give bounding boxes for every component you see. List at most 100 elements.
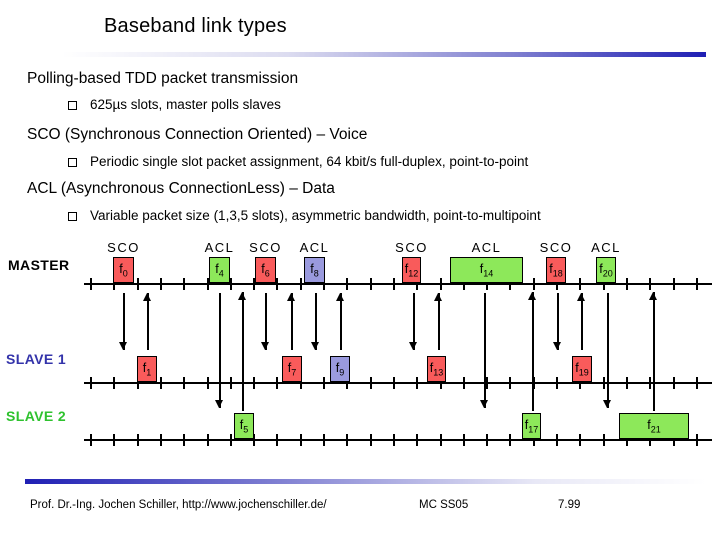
timeline-slave2 bbox=[84, 439, 712, 441]
packet-f6: f6 bbox=[255, 257, 276, 283]
packet-label: f6 bbox=[261, 261, 270, 279]
timeline-master bbox=[84, 283, 712, 285]
packet-f9: f9 bbox=[330, 356, 350, 382]
packet-sub: 20 bbox=[602, 268, 613, 279]
timeline-tick bbox=[533, 278, 535, 290]
packet-label: f13 bbox=[429, 360, 444, 378]
packet-label: f21 bbox=[647, 417, 661, 435]
timeline-tick bbox=[323, 434, 325, 446]
timeline-tick bbox=[253, 278, 255, 290]
packet-type-f8: ACL bbox=[299, 240, 330, 255]
packet-label: f9 bbox=[335, 360, 345, 378]
packet-f13: f13 bbox=[427, 356, 446, 382]
packet-sub: 13 bbox=[433, 367, 444, 378]
timeline-tick bbox=[393, 377, 395, 389]
timeline-tick bbox=[673, 434, 675, 446]
packet-sub: 8 bbox=[313, 268, 319, 279]
timeline-tick bbox=[370, 434, 372, 446]
timeline-tick bbox=[463, 278, 465, 290]
arrow-head-up bbox=[238, 292, 246, 300]
arrow-head-up bbox=[143, 293, 151, 301]
packet-type-f12: SCO bbox=[395, 240, 428, 255]
timeline-tick bbox=[556, 377, 558, 389]
arrow-head-down bbox=[553, 342, 561, 350]
packet-f4: f4 bbox=[209, 257, 230, 283]
packet-label: f12 bbox=[404, 261, 419, 279]
arrow-line-up bbox=[438, 293, 440, 350]
timeline-tick bbox=[183, 377, 185, 389]
square-bullet-icon bbox=[68, 100, 77, 110]
packet-label: f19 bbox=[575, 360, 589, 378]
arrow-line-up bbox=[532, 292, 534, 411]
timeline-tick bbox=[603, 278, 605, 290]
timeline-tick bbox=[300, 377, 302, 389]
packet-sub: 4 bbox=[218, 268, 224, 279]
footer-rule bbox=[25, 479, 706, 484]
packet-f7: f7 bbox=[282, 356, 302, 382]
packet-f20: f20 bbox=[596, 257, 616, 283]
packet-type-f14: ACL bbox=[471, 240, 502, 255]
footer-course: MC SS05 bbox=[419, 499, 469, 511]
arrow-head-down bbox=[261, 342, 269, 350]
arrow-line-up bbox=[147, 293, 149, 350]
bullet-sco: Periodic single slot packet assignment, … bbox=[68, 154, 528, 169]
timeline-tick bbox=[207, 377, 209, 389]
packet-sub: 1 bbox=[146, 367, 152, 378]
packet-label: f0 bbox=[119, 261, 128, 279]
bullet-polling-text: 625µs slots, master polls slaves bbox=[90, 97, 281, 112]
timeline-tick bbox=[323, 278, 325, 290]
packet-f21: f21 bbox=[619, 413, 689, 439]
arrow-head-down bbox=[215, 400, 223, 408]
arrow-line-down bbox=[557, 293, 559, 350]
timeline-tick bbox=[253, 377, 255, 389]
timeline-tick bbox=[253, 434, 255, 446]
arrow-line-up bbox=[653, 292, 655, 411]
arrow-line-down bbox=[315, 293, 317, 350]
packet-sub: 17 bbox=[528, 424, 539, 435]
timeline-tick bbox=[696, 434, 698, 446]
timeline-tick bbox=[300, 278, 302, 290]
timeline-tick bbox=[346, 434, 348, 446]
packet-f14: f14 bbox=[450, 257, 523, 283]
timeline-tick bbox=[137, 278, 139, 290]
timeline-tick bbox=[323, 377, 325, 389]
timeline-tick bbox=[673, 278, 675, 290]
timeline-tick bbox=[440, 278, 442, 290]
timeline-tick bbox=[230, 434, 232, 446]
arrow-head-down bbox=[119, 342, 127, 350]
slide-title: Baseband link types bbox=[104, 15, 287, 37]
timeline-tick bbox=[160, 278, 162, 290]
packet-sub: 6 bbox=[264, 268, 270, 279]
timeline-tick bbox=[649, 278, 651, 290]
timeline-tick bbox=[486, 377, 488, 389]
timeline-tick bbox=[626, 377, 628, 389]
timeline-tick bbox=[416, 377, 418, 389]
square-bullet-icon bbox=[68, 157, 77, 167]
packet-f19: f19 bbox=[572, 356, 592, 382]
timeline-tick bbox=[649, 434, 651, 446]
arrow-line-up bbox=[340, 293, 342, 350]
packet-type-f20: ACL bbox=[591, 240, 621, 255]
arrow-line-down bbox=[413, 293, 415, 350]
arrow-head-up bbox=[577, 293, 585, 301]
packet-type-f6: SCO bbox=[249, 240, 282, 255]
timeline-tick bbox=[463, 377, 465, 389]
packet-f1: f1 bbox=[137, 356, 157, 382]
timeline-tick bbox=[370, 278, 372, 290]
timeline-tick bbox=[556, 434, 558, 446]
packet-f18: f18 bbox=[546, 257, 566, 283]
timeline-tick bbox=[137, 377, 139, 389]
arrow-line-down bbox=[219, 293, 221, 408]
arrow-line-down bbox=[607, 293, 609, 408]
packet-label: f14 bbox=[479, 261, 494, 279]
row-label-slave2: SLAVE 2 bbox=[6, 408, 67, 424]
timeline-tick bbox=[626, 434, 628, 446]
arrow-head-down bbox=[409, 342, 417, 350]
timeline-tick bbox=[346, 377, 348, 389]
timeline-tick bbox=[230, 377, 232, 389]
packet-label: f4 bbox=[215, 261, 224, 279]
timeline-tick bbox=[463, 434, 465, 446]
packet-sub: 5 bbox=[243, 424, 249, 435]
